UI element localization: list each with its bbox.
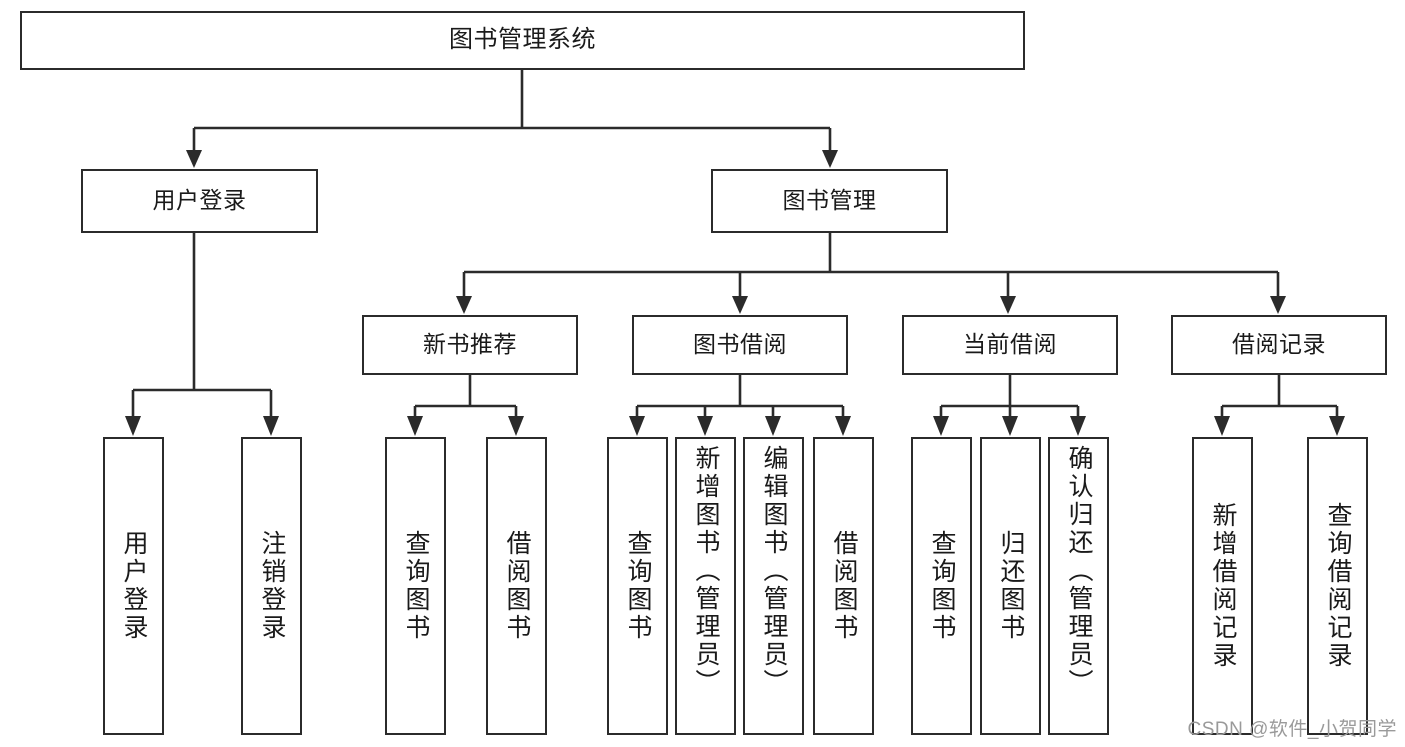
arrow-br-l2	[1329, 416, 1345, 436]
node-book-borrow-label: 图书借阅	[693, 331, 787, 358]
arrow-bb-l2	[697, 416, 713, 436]
node-leaf-edit-book[interactable]: 编辑图书（管理员）	[743, 437, 804, 735]
node-leaf-query-book-3[interactable]: 查询图书	[911, 437, 972, 735]
arrow-root-to-book-manage	[822, 150, 838, 168]
arrow-bb-l4	[835, 416, 851, 436]
node-current-borrow[interactable]: 当前借阅	[902, 315, 1118, 375]
node-borrow-record-label: 借阅记录	[1232, 331, 1326, 358]
node-leaf-query-record-label: 查询借阅记录	[1324, 502, 1352, 670]
arrow-root-to-user-login	[186, 150, 202, 168]
node-leaf-query-book-1[interactable]: 查询图书	[385, 437, 446, 735]
node-leaf-query-book-2-label: 查询图书	[624, 530, 652, 642]
arrow-user-login-l1	[125, 416, 141, 436]
node-leaf-borrow-book-2[interactable]: 借阅图书	[813, 437, 874, 735]
node-leaf-user-login-label: 用户登录	[120, 530, 148, 642]
node-leaf-user-logout[interactable]: 注销登录	[241, 437, 302, 735]
node-leaf-confirm-return-label: 确认归还（管理员）	[1065, 445, 1093, 697]
node-leaf-add-record-label: 新增借阅记录	[1209, 502, 1237, 670]
node-leaf-borrow-book-1-label: 借阅图书	[503, 530, 531, 642]
node-current-borrow-label: 当前借阅	[963, 331, 1057, 358]
node-book-manage-label: 图书管理	[782, 187, 877, 214]
arrow-bb-l3	[765, 416, 781, 436]
arrow-bm-c2	[732, 296, 748, 314]
node-root[interactable]: 图书管理系统	[20, 11, 1025, 70]
node-user-login-label: 用户登录	[152, 187, 247, 214]
node-leaf-return-book[interactable]: 归还图书	[980, 437, 1041, 735]
arrow-cb-l2	[1002, 416, 1018, 436]
node-leaf-add-book[interactable]: 新增图书（管理员）	[675, 437, 736, 735]
node-leaf-user-login[interactable]: 用户登录	[103, 437, 164, 735]
node-root-label: 图书管理系统	[449, 26, 596, 54]
arrow-cb-l3	[1070, 416, 1086, 436]
arrow-user-login-l2	[263, 416, 279, 436]
node-book-borrow[interactable]: 图书借阅	[632, 315, 848, 375]
node-leaf-add-book-label: 新增图书（管理员）	[692, 445, 720, 697]
arrow-bb-l1	[629, 416, 645, 436]
node-new-book-recommend[interactable]: 新书推荐	[362, 315, 578, 375]
node-leaf-query-book-2[interactable]: 查询图书	[607, 437, 668, 735]
node-book-manage[interactable]: 图书管理	[711, 169, 948, 233]
arrow-cb-l1	[933, 416, 949, 436]
node-leaf-query-record[interactable]: 查询借阅记录	[1307, 437, 1368, 735]
arrow-bm-c1	[456, 296, 472, 314]
arrow-bm-c4	[1270, 296, 1286, 314]
node-leaf-borrow-book-2-label: 借阅图书	[830, 530, 858, 642]
node-leaf-query-book-1-label: 查询图书	[402, 530, 430, 642]
arrow-nbr-l1	[407, 416, 423, 436]
node-new-book-recommend-label: 新书推荐	[423, 331, 517, 358]
node-leaf-confirm-return[interactable]: 确认归还（管理员）	[1048, 437, 1109, 735]
arrow-nbr-l2	[508, 416, 524, 436]
node-leaf-edit-book-label: 编辑图书（管理员）	[760, 445, 788, 697]
node-user-login[interactable]: 用户登录	[81, 169, 318, 233]
arrow-br-l1	[1214, 416, 1230, 436]
node-leaf-user-logout-label: 注销登录	[258, 530, 286, 642]
arrow-bm-c3	[1000, 296, 1016, 314]
node-leaf-query-book-3-label: 查询图书	[928, 530, 956, 642]
node-leaf-add-record[interactable]: 新增借阅记录	[1192, 437, 1253, 735]
node-leaf-borrow-book-1[interactable]: 借阅图书	[486, 437, 547, 735]
node-borrow-record[interactable]: 借阅记录	[1171, 315, 1387, 375]
node-leaf-return-book-label: 归还图书	[997, 530, 1025, 642]
